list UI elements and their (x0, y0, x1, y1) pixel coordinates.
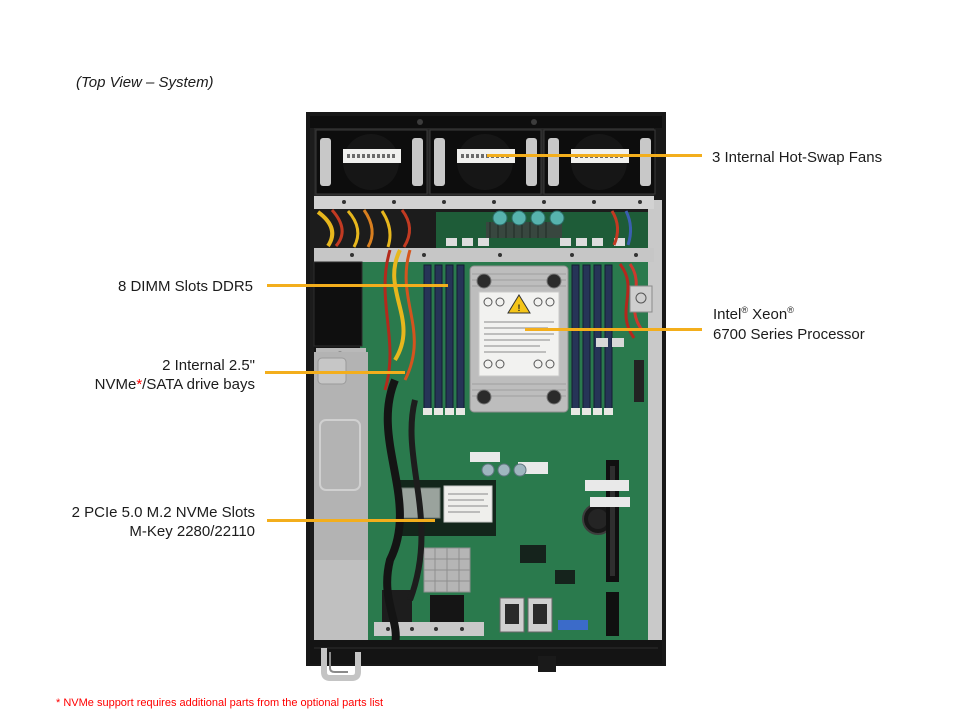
dimm-slot (582, 264, 591, 413)
drive-bay-column (313, 261, 368, 642)
label-fans: 3 Internal Hot-Swap Fans (712, 149, 883, 166)
chassis-bottom-rail (310, 640, 662, 664)
screw-strip (374, 622, 484, 636)
footnote-asterisk: * (136, 376, 143, 393)
motherboard: ! (314, 262, 653, 640)
power-cable-yellow (316, 210, 335, 248)
warning-exclamation: ! (518, 303, 521, 313)
registered-mark-icon: ® (787, 305, 794, 315)
bracket (629, 285, 653, 313)
callout-line-dimm (267, 284, 448, 287)
callout-line-fans (487, 154, 702, 157)
fan-clip (526, 138, 537, 186)
cable-channel (383, 249, 425, 646)
capacitor (530, 210, 546, 226)
heatsink-screw (476, 273, 492, 289)
label-m2-line1: 2 PCIe 5.0 M.2 NVMe Slots (71, 504, 255, 521)
power-cable-red (330, 208, 344, 247)
fan-connector-row (446, 238, 625, 246)
fan-module-3 (543, 129, 656, 195)
dimm-slot (571, 264, 580, 413)
callout-line-m2 (267, 519, 435, 522)
fan-clip (320, 138, 331, 186)
label-processor: Intel® Xeon® 6700 Series Processor (713, 305, 865, 345)
label-drive-bays: 2 Internal 2.5" NVMe*/SATA drive bays (95, 356, 255, 394)
chip (520, 545, 546, 563)
capacitor (492, 210, 508, 226)
registered-mark-icon: ® (741, 305, 748, 315)
footnote: * NVMe support requires additional parts… (56, 697, 384, 709)
fan-clip (548, 138, 559, 186)
warning-triangle-icon (507, 294, 531, 314)
m2-label-sticker (443, 485, 493, 523)
fan-bay (314, 128, 656, 196)
chassis-top-rail (310, 116, 662, 128)
callout-line-processor (525, 328, 702, 331)
chassis-right-wall (648, 200, 662, 642)
label-drive-bays-line2: NVMe*/SATA drive bays (94, 376, 255, 393)
heatsink-screw (546, 273, 562, 289)
dimm-slot (423, 264, 432, 413)
callout-line-drive-bays (265, 371, 405, 374)
chassis-bottom (310, 640, 662, 681)
dimm-slot (434, 264, 443, 413)
mid-crossbar (314, 248, 654, 262)
label-drive-bays-line1: 2 Internal 2.5" (162, 357, 255, 374)
drive-cage-cover (313, 261, 363, 347)
fan-clip (434, 138, 445, 186)
fan-module-1 (315, 129, 428, 195)
label-dimm: 8 DIMM Slots DDR5 (117, 278, 253, 295)
label-processor-line1: Intel® Xeon® (713, 305, 794, 324)
edge-connector (606, 592, 619, 636)
barcode-sticker (585, 480, 629, 491)
fan-module-2 (429, 129, 542, 195)
barcode-sticker (590, 497, 630, 507)
chip (555, 570, 575, 584)
dimm-slot (456, 264, 465, 413)
capacitor (511, 210, 527, 226)
orange-cable (403, 249, 416, 381)
label-processor-line2: 6700 Series Processor (713, 326, 865, 343)
cpu-heatsink: ! (469, 265, 569, 413)
capacitor (549, 210, 565, 226)
label-m2: 2 PCIe 5.0 M.2 NVMe Slots M-Key 2280/221… (72, 503, 255, 541)
header-connector-blue (558, 620, 588, 630)
dimm-slot (445, 264, 454, 413)
dimm-slots-left (423, 264, 465, 415)
black-cable (407, 399, 425, 602)
heatsink-screw (546, 389, 562, 405)
fan-crossbar (314, 196, 654, 209)
yellow-cable (392, 249, 406, 362)
page-title: (Top View – System) (76, 74, 214, 91)
heatsink-screw (476, 389, 492, 405)
fan-clip (640, 138, 651, 186)
chipset-heatsink (423, 547, 471, 593)
fan-clip (412, 138, 423, 186)
cable-header-zone (314, 208, 648, 248)
chassis-handle (321, 648, 361, 681)
m2-slot-area (396, 480, 496, 536)
black-cable (383, 378, 404, 646)
label-m2-line2: M-Key 2280/22110 (129, 523, 255, 540)
